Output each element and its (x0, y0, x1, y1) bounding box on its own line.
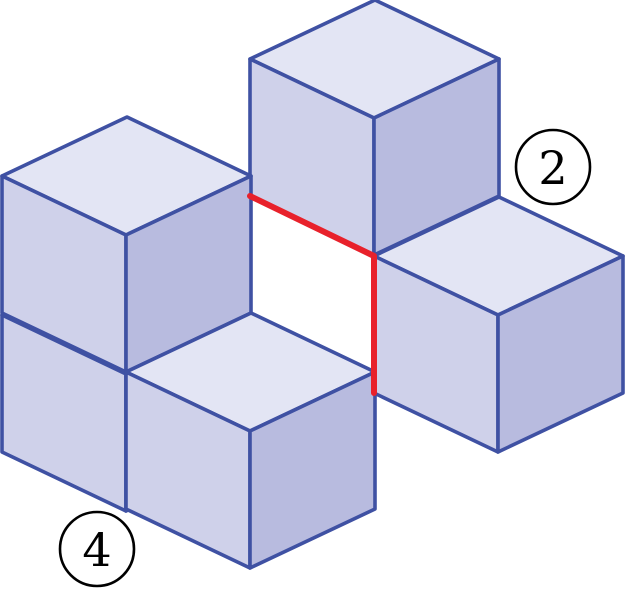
label-circle-two (514, 128, 592, 206)
label-circled-two: 2 (514, 128, 592, 206)
highlighted-edge-path (247, 193, 377, 396)
cube-back-top (248, 0, 501, 257)
label-circled-four: 4 (58, 510, 136, 588)
cube-right-face (496, 254, 625, 454)
red-edge-line (247, 193, 377, 396)
label-number-two: 2 (538, 141, 567, 195)
cube-front-lower (124, 311, 377, 570)
label-number-four: 4 (82, 523, 111, 577)
cube-right-lower (372, 195, 625, 454)
cube-right-face (248, 370, 377, 570)
cube-group (0, 0, 625, 570)
label-circle-four (58, 510, 136, 588)
